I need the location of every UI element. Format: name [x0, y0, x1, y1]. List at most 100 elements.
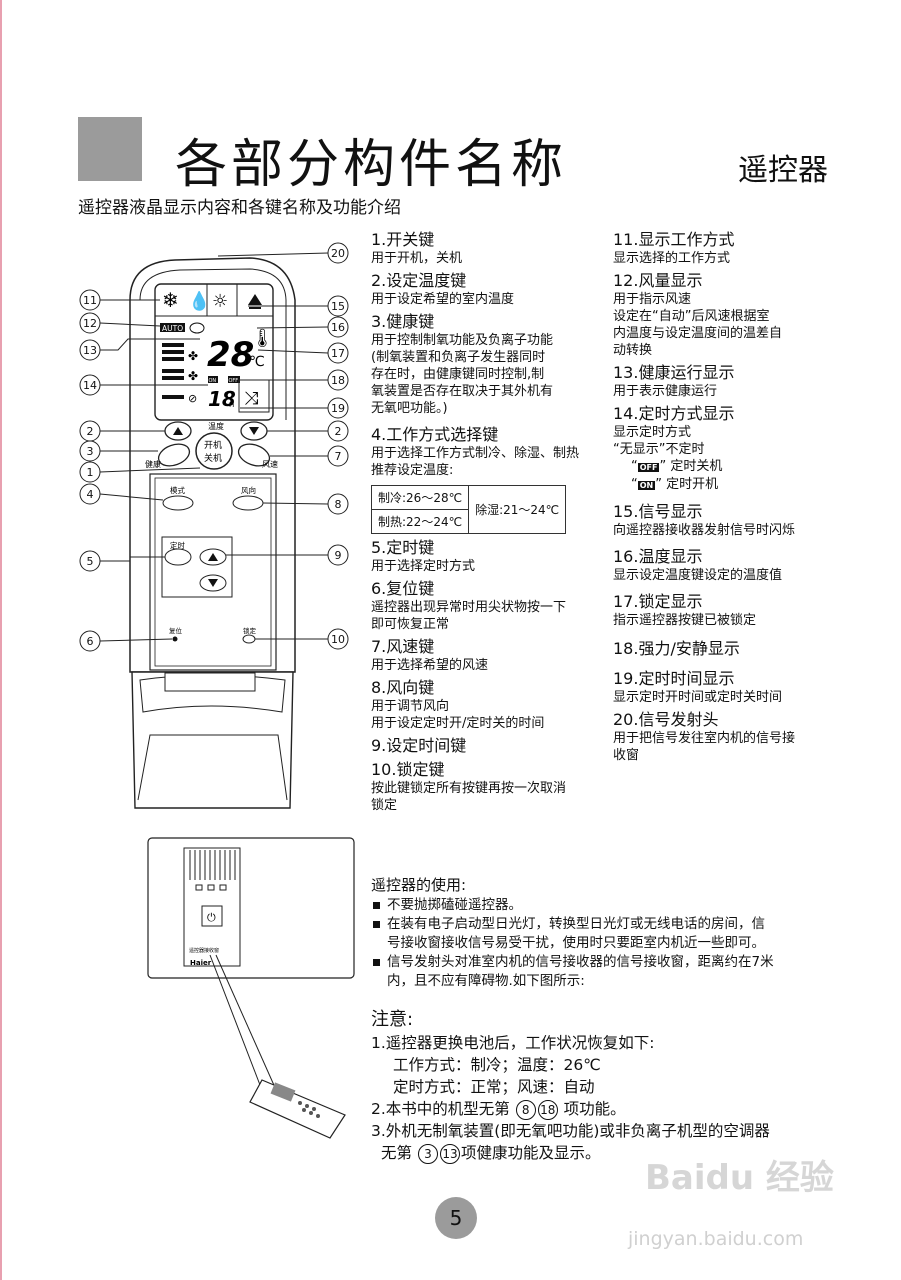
callout-9: 9 [335, 549, 342, 562]
item-desc: (制氧装置和负离子发生器同时 [371, 350, 546, 365]
display-auto: AUTO [162, 324, 183, 333]
page-number: 5 [435, 1197, 477, 1239]
item-desc: 收窗 [613, 748, 640, 763]
timer-button [164, 548, 192, 566]
display-temp-digits: 28 [207, 335, 254, 375]
item-desc: 显示设定温度键设定的温度值 [613, 568, 783, 583]
callout-3: 3 [87, 445, 94, 458]
item-heading: 18.强力/安静显示 [613, 639, 740, 658]
item-heading: 4.工作方式选择键 [371, 425, 499, 444]
title-marker [78, 117, 142, 181]
usage-heading: 遥控器的使用: [371, 876, 467, 894]
item-heading: 7.风速键 [371, 637, 435, 656]
note-3-pre: 无第 [381, 1144, 413, 1162]
notes-section: 注意: 1.遥控器更换电池后，工作状况恢复如下: 工作方式：制冷；温度：26℃ … [371, 1008, 831, 1164]
callout-8: 8 [335, 498, 342, 511]
brand-logo: Haier [190, 959, 212, 967]
item-desc: 无氧吧功能。) [371, 401, 448, 416]
lock-display-icon: 🌡 [251, 328, 274, 349]
item-heading: 6.复位键 [371, 579, 435, 598]
usage-bullet-text: 不要抛掷磕碰遥控器。 [387, 897, 522, 913]
watermark-logo: Baidu 经验 [645, 1158, 834, 1198]
signal-icon [248, 294, 262, 305]
item-heading: 12.风量显示 [613, 271, 703, 290]
sun-icon: ☼ [212, 291, 228, 312]
callout-19: 19 [331, 402, 345, 415]
callout-1: 1 [87, 466, 94, 479]
callout-6: 6 [87, 635, 94, 648]
usage-bullet-1: 不要抛掷磕碰遥控器。 [371, 896, 821, 915]
item-desc: 向遥控器接收器发射信号时闪烁 [613, 523, 796, 538]
item-desc: 用于把信号发往室内机的信号接 [613, 731, 796, 746]
callout-20: 20 [331, 247, 345, 260]
callout-5: 5 [87, 555, 94, 568]
item-desc: 显示定时方式 [613, 425, 692, 440]
notes-heading: 注意: [371, 1009, 414, 1030]
timer-mode-on-text: 定时开机 [666, 477, 719, 492]
callout-7: 7 [335, 450, 342, 463]
reset-hole [172, 636, 178, 642]
usage-bullet-2: 在装有电子启动型日光灯，转换型日光灯或无线电话的房间，信 [371, 915, 821, 934]
temp-cool: 制冷:26～28℃ [370, 485, 470, 510]
mode-button [162, 495, 194, 511]
temp-dry: 除湿:21～24℃ [468, 485, 567, 534]
item-desc: 显示选择的工作方式 [613, 251, 731, 266]
health-label: 健康 [145, 459, 161, 469]
item-desc: 按此键锁定所有按键再按一次取消 [371, 781, 567, 796]
mode-label: 模式 [170, 485, 185, 495]
item-desc: 用于选择希望的风速 [371, 658, 489, 673]
lock-label: 锁定 [243, 626, 257, 635]
note-1: 1.遥控器更换电池后，工作状况恢复如下: [371, 1034, 655, 1052]
item-desc: 内温度与设定温度间的温差自 [613, 326, 783, 341]
note-1b: 定时方式：正常；风速：自动 [393, 1078, 595, 1096]
usage-bullet-2-cont: 号接收窗接收信号易受干扰，使用时只要距室内机近一些即可。 [371, 934, 821, 953]
note-3-post: 项健康功能及显示。 [460, 1144, 601, 1162]
key-descriptions-left: 1.开关键 用于开机，关机 2.设定温度键 用于设定希望的室内温度 3.健康键 … [370, 226, 611, 814]
note-3: 3.外机无制氧装置(即无氧吧功能)或非负离子机型的空调器 [371, 1122, 770, 1140]
callout-4: 4 [87, 488, 94, 501]
callout-14: 14 [83, 379, 97, 392]
receiver-illustration: ⏻ 遥控器接收窗 Haier [147, 837, 355, 1139]
timer-label: 定时 [170, 540, 185, 550]
lock-button [242, 634, 256, 644]
item-heading: 5.定时键 [371, 538, 435, 557]
display-off: OFF [229, 378, 239, 384]
timer-mode-off-text: 定时关机 [670, 459, 723, 474]
item-heading: 1.开关键 [371, 230, 435, 249]
fan-display-icon: ✤ [188, 349, 198, 363]
watermark-url: jingyan.baidu.com [628, 1228, 804, 1250]
health-display-icon [189, 322, 205, 334]
timer-mode-on: “ON” 定时开机 [631, 477, 719, 492]
intro-text: 遥控器液晶显示内容和各键名称及功能介绍 [78, 198, 401, 218]
item-desc: 用于调节风向 [371, 699, 450, 714]
note-2-pre: 2.本书中的机型无第 [371, 1100, 510, 1118]
item-heading: 11.显示工作方式 [613, 230, 735, 249]
temp-label: 温度 [208, 421, 224, 431]
item-desc: 用于指示风速 [613, 292, 692, 307]
receiver-label: 遥控器接收窗 [189, 947, 219, 954]
timer-mode-off: “OFF” 定时关机 [631, 459, 723, 474]
handheld-remote [249, 1079, 346, 1139]
fan-speed-label: 风速 [262, 460, 278, 469]
callout-12: 12 [83, 317, 97, 330]
item-desc: 用于选择工作方式制冷、除湿、制热 [371, 446, 580, 461]
health-button [157, 443, 191, 467]
item-heading: 16.温度显示 [613, 547, 703, 566]
item-desc: 用于开机，关机 [371, 251, 463, 266]
item-desc: 设定在“自动”后风速根据室 [613, 309, 770, 324]
item-heading: 9.设定时间键 [371, 736, 467, 755]
item-heading: 10.锁定键 [371, 760, 445, 779]
drop-icon: 💧 [188, 290, 210, 312]
usage-section: 遥控器的使用: 不要抛掷磕碰遥控器。 在装有电子启动型日光灯，转换型日光灯或无线… [371, 874, 821, 991]
auto-badge [160, 323, 185, 332]
item-desc: 用于控制制氧功能及负离子功能 [371, 333, 554, 348]
callout-17: 17 [331, 347, 345, 360]
usage-bullet-3-cont: 内，且不应有障碍物.如下图所示: [371, 972, 821, 991]
item-desc: 遥控器出现异常时用尖状物按一下 [371, 600, 567, 615]
item-desc: 用于选择定时方式 [371, 559, 476, 574]
item-heading: 3.健康键 [371, 312, 435, 331]
callout-11: 11 [83, 294, 97, 307]
item-desc: 锁定 [371, 798, 398, 813]
